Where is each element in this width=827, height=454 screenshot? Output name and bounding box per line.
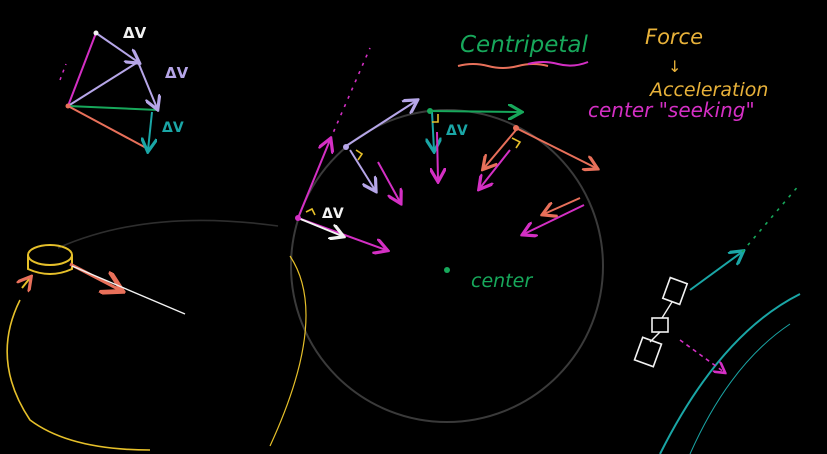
force-label: Force xyxy=(645,25,703,49)
delta-v-label-top: ΔV xyxy=(123,24,147,42)
ball-on-string-sketch xyxy=(6,219,307,451)
center-label: center xyxy=(471,270,533,292)
delta-v-label-circle-top: ΔV xyxy=(446,123,468,139)
delta-v-label-low: ΔV xyxy=(162,120,184,136)
satellite-orbit-sketch xyxy=(633,183,801,454)
circular-path xyxy=(290,109,604,423)
center-seeking-label: center "seeking" xyxy=(588,98,755,122)
delta-v-label-circle-left: ΔV xyxy=(322,206,344,222)
velocity-vector-diagram xyxy=(59,30,158,151)
centripetal-title: Centripetal xyxy=(460,32,589,58)
acceleration-label: Acceleration xyxy=(648,79,768,101)
delta-v-label-mid: ΔV xyxy=(165,64,189,82)
delta-v-vectors-circle xyxy=(295,108,585,236)
center-point xyxy=(444,267,450,273)
down-arrow: ↓ xyxy=(668,57,681,76)
centripetal-underline-orange xyxy=(457,63,549,69)
centripetal-underline-magenta xyxy=(527,61,589,67)
